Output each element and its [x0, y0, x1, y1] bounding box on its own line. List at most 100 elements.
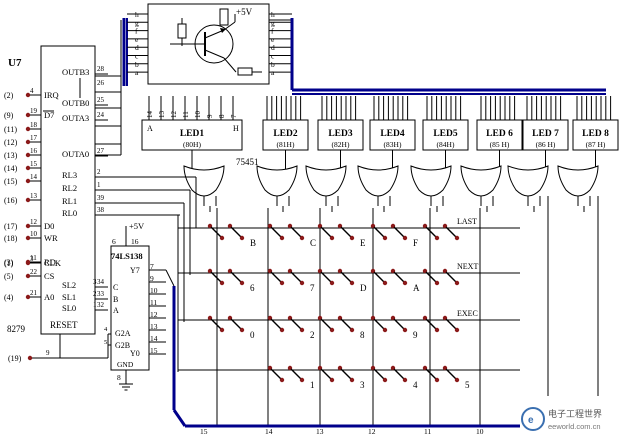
pin-num: (15) [4, 177, 18, 186]
switch-contact [454, 327, 460, 333]
led-box [476, 119, 523, 151]
eeworld-logo-icon [521, 407, 545, 431]
key-label: 4 [413, 380, 418, 390]
switch-arm [393, 271, 405, 283]
key-switch [337, 365, 355, 383]
key-switch [267, 223, 285, 241]
led-box [317, 119, 364, 151]
key-switch [422, 223, 440, 241]
key-switch [337, 315, 355, 333]
switch-arm [373, 318, 385, 330]
pin-number: 17 [30, 134, 38, 142]
pin-dot [25, 92, 31, 98]
key-switch [442, 223, 460, 241]
pin-number: 14 [30, 173, 38, 181]
switch-contact [349, 235, 355, 241]
switch-contact [454, 377, 460, 383]
key-label: 5 [465, 380, 470, 390]
or-gate-body [256, 165, 298, 197]
chip-138-output-pin: 10 [150, 286, 158, 295]
pin-number: 18 [30, 121, 38, 129]
pin-dot [25, 294, 31, 300]
switch-contact [329, 235, 335, 241]
chip-138-input-pin: 3 [93, 278, 97, 286]
switch-arm [425, 271, 437, 283]
pin-label: RL0 [62, 208, 77, 218]
key-switch [227, 223, 245, 241]
switch-contact [434, 235, 440, 241]
y0-label: Y0 [130, 349, 140, 358]
key-label: 7 [310, 283, 315, 293]
switch-contact [382, 327, 388, 333]
switch-contact [239, 327, 245, 333]
switch-arm [340, 368, 352, 380]
reset-pin: 9 [46, 349, 50, 357]
key-switch [207, 315, 225, 333]
pin-label: CS [44, 271, 55, 281]
switch-arm [270, 318, 282, 330]
switch-arm [320, 318, 332, 330]
pin-dot [25, 260, 31, 266]
pin-dot [25, 178, 31, 184]
key-label: 3 [360, 380, 365, 390]
pin-dot [25, 112, 31, 118]
key-switch [390, 315, 408, 333]
chip-138-output-pin: 12 [150, 310, 158, 319]
pin-dot [25, 223, 31, 229]
chip-138-output-pin: 15 [150, 346, 158, 355]
key-switch [207, 268, 225, 286]
or-gate-body [305, 165, 347, 197]
chip-138-output-pin: 11 [150, 298, 157, 307]
switch-arm [230, 226, 242, 238]
switch-arm [290, 226, 302, 238]
switch-contact [299, 280, 305, 286]
switch-contact [279, 377, 285, 383]
gnd-pin: 8 [117, 373, 121, 382]
pin-dot [25, 273, 31, 279]
key-switch [422, 315, 440, 333]
switch-contact [454, 235, 460, 241]
pin-dot [25, 235, 31, 241]
pin-label: RD [44, 257, 56, 267]
switch-arm [445, 368, 457, 380]
led-addr: (85 H) [490, 140, 510, 149]
pin-label: SL1 [62, 292, 76, 302]
pin-number: 11 [30, 254, 37, 262]
pin16-label: 16 [131, 237, 139, 246]
switch-contact [402, 327, 408, 333]
reset-label: RESET [50, 320, 78, 330]
or-gate [357, 165, 399, 197]
switch-arm [290, 318, 302, 330]
switch-contact [382, 280, 388, 286]
switch-arm [445, 226, 457, 238]
led-name: LED3 [328, 129, 353, 139]
key-switch [390, 268, 408, 286]
pin-number: 21 [30, 289, 38, 297]
or-gate [256, 165, 298, 197]
switch-contact [219, 280, 225, 286]
switch-arm [210, 226, 222, 238]
pin-num: (4) [4, 293, 14, 302]
led1-pin: 7 [230, 114, 238, 118]
led-addr: (86 H) [536, 140, 556, 149]
pin-dot [25, 126, 31, 132]
key-label: C [310, 238, 316, 248]
pin-label: RL3 [62, 170, 77, 180]
bottom-pin: 13 [316, 427, 324, 436]
led-box [572, 119, 619, 151]
pin-label: CLK [44, 258, 62, 268]
led-row: LED1(80H)LED2(81H)LED3(82H)LED4(83H)LED5… [141, 96, 619, 170]
led-name: LED1 [180, 129, 205, 139]
key-label: EXEC [457, 309, 478, 318]
y7-label: Y7 [130, 266, 140, 275]
pin-number: 2 [97, 168, 101, 176]
pin-num: (12) [4, 138, 18, 147]
switch-contact [402, 280, 408, 286]
switch-contact [454, 280, 460, 286]
switch-contact [382, 235, 388, 241]
enable-pin-4: 4 [104, 326, 108, 333]
switch-contact [239, 280, 245, 286]
